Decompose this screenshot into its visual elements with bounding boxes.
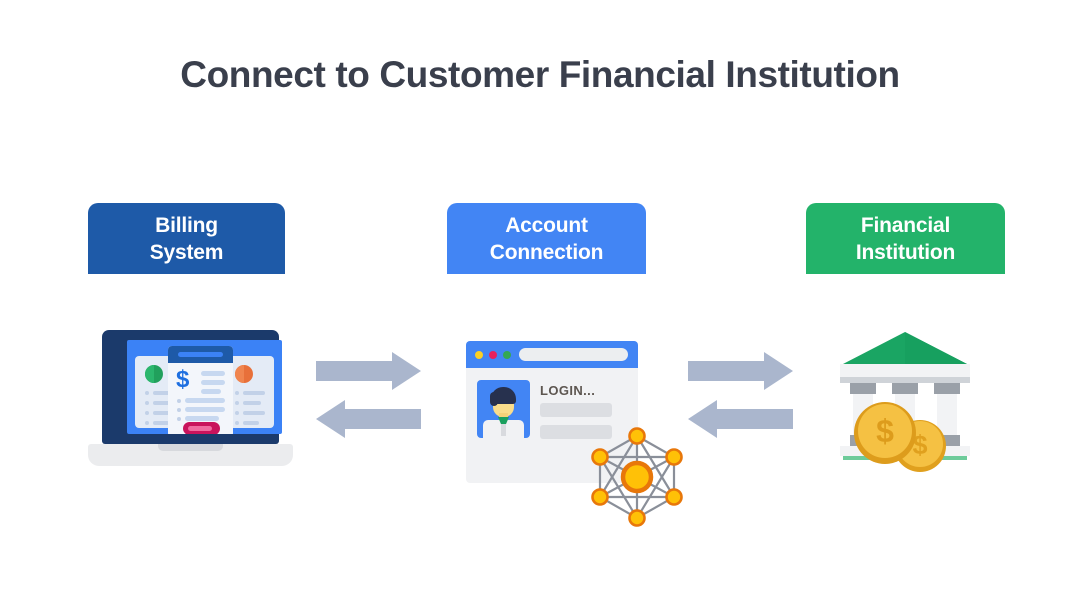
page-title: Connect to Customer Financial Institutio… bbox=[180, 54, 900, 95]
svg-text:$: $ bbox=[912, 430, 927, 460]
connector-account-to-financial bbox=[688, 352, 798, 442]
avatar-placket bbox=[501, 424, 506, 436]
connector-billing-to-account bbox=[316, 352, 426, 442]
laptop-bezel: $ bbox=[102, 330, 282, 444]
browser-dot-red-icon[interactable] bbox=[489, 351, 497, 359]
browser-dot-green-icon[interactable] bbox=[503, 351, 511, 359]
browser-titlebar bbox=[466, 341, 638, 368]
invoice-card-right bbox=[225, 356, 274, 428]
browser-url-bar[interactable] bbox=[519, 348, 628, 361]
laptop-trackpad-notch bbox=[158, 444, 223, 451]
avatar-hair-side bbox=[490, 392, 498, 406]
stage-header-account-connection[interactable]: Account Connection bbox=[447, 203, 646, 274]
invoice-card-center: $ bbox=[168, 346, 233, 434]
bank-coins-icon: $ $ bbox=[835, 330, 975, 480]
stage-label-line2: Connection bbox=[489, 240, 604, 264]
invoice-pay-button[interactable] bbox=[183, 422, 220, 434]
svg-text:$: $ bbox=[876, 413, 894, 449]
arrow-right-icon bbox=[688, 352, 793, 390]
status-circle-orange-highlight bbox=[235, 365, 244, 383]
stage-header-financial-institution[interactable]: Financial Institution bbox=[806, 203, 1005, 274]
arrow-left-icon bbox=[316, 400, 421, 438]
stage-label-line1: Financial bbox=[860, 213, 951, 237]
laptop-base bbox=[88, 444, 293, 466]
invoice-card-header-bar bbox=[178, 352, 223, 357]
login-username-field[interactable] bbox=[540, 403, 612, 417]
dollar-symbol-icon: $ bbox=[176, 366, 190, 393]
laptop-screen: $ bbox=[127, 340, 282, 434]
login-label: LOGIN... bbox=[540, 383, 596, 398]
invoice-card-header bbox=[168, 346, 233, 363]
login-password-field[interactable] bbox=[540, 425, 612, 439]
network-graph-icon bbox=[586, 427, 688, 527]
laptop-invoice-icon: $ bbox=[88, 330, 293, 480]
avatar-collar bbox=[498, 417, 509, 430]
stage-label-line1: Billing bbox=[155, 213, 218, 237]
browser-dot-yellow-icon[interactable] bbox=[475, 351, 483, 359]
invoice-pay-button-inner bbox=[188, 426, 212, 431]
arrow-right-icon bbox=[316, 352, 421, 390]
stage-label-line2: System bbox=[149, 240, 224, 264]
user-avatar-icon bbox=[477, 380, 530, 438]
status-circle-green-highlight bbox=[145, 365, 154, 383]
browser-login-icon: LOGIN... bbox=[466, 341, 638, 483]
stage-label-line1: Account bbox=[505, 213, 588, 237]
arrow-left-icon bbox=[688, 400, 793, 438]
stage-header-billing-system[interactable]: Billing System bbox=[88, 203, 285, 274]
stage-label-line2: Institution bbox=[855, 240, 956, 264]
